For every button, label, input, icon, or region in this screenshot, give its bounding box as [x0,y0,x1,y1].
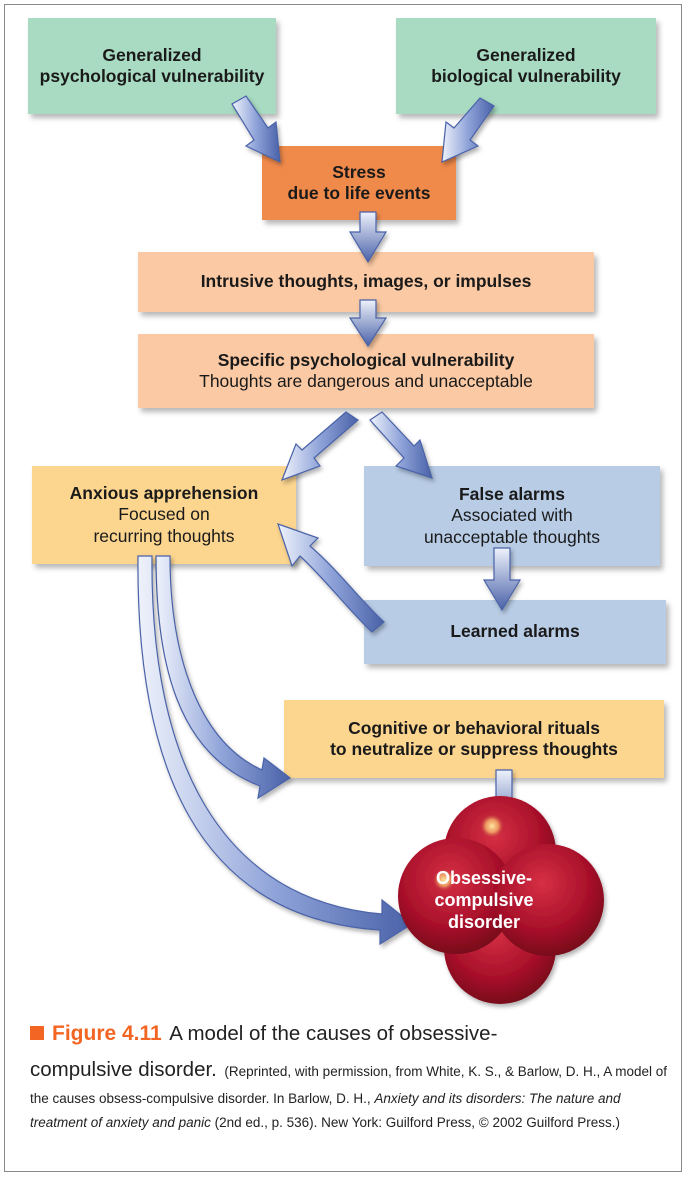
figure-caption: Figure 4.11 A model of the causes of obs… [30,1016,670,1134]
figure-title: A model of the causes of obsessive- [169,1022,498,1045]
arrow-stress-to-intrusive [348,211,388,264]
box-line: Focused on [118,504,210,525]
arrow-bio-to-stress [441,97,495,163]
box-line: compulsive [434,889,534,910]
ocd-highlight [432,868,456,892]
figure-credit: (Reprinted, with permission, from White,… [30,1064,668,1107]
box-stress: Stress due to life events [262,146,456,220]
box-line: Specific psychological vulnerability [217,349,515,370]
box-line: psychological vulnerability [39,66,265,86]
figure-title-cont: compulsive disorder. [30,1058,217,1082]
box-line: due to life events [287,183,431,203]
figure-credit-book: Anxiety and its disorders: The nature an… [30,1091,621,1130]
figure-number: Figure 4.11 [52,1022,162,1045]
arrow-anxious-to-ocd [137,555,414,946]
figure-credit-end: (2nd ed., p. 536). New York: Guilford Pr… [210,1114,620,1130]
box-line: False alarms [458,483,566,504]
ocd-blob [398,796,604,1004]
arrow-specific-to-false-alarms [369,411,433,479]
box-line: unacceptable thoughts [423,526,601,547]
box-line: Obsessive- [435,868,533,888]
ocd-sphere-left [398,838,514,954]
box-false-alarms: False alarms Associated with unacceptabl… [364,466,660,566]
figure-frame [4,4,682,1172]
box-line: disorder [447,911,521,932]
box-line: Generalized [102,44,202,65]
box-line: Thoughts are dangerous and unacceptable [199,371,533,391]
box-line: Cognitive or behavioral rituals [348,717,600,738]
arrow-psych-to-stress [231,95,281,163]
arrow-learned-to-anxious [277,523,385,633]
box-line: Generalized [476,44,576,65]
arrow-intrusive-to-specific [348,299,388,348]
box-intrusive-thoughts: Intrusive thoughts, images, or impulses [138,252,594,312]
ocd-highlight [479,813,505,839]
arrow-anxious-to-rituals [155,555,292,800]
box-line: biological vulnerability [431,66,621,86]
box-learned-alarms: Learned alarms [364,600,666,664]
ocd-sphere-right [492,844,604,956]
box-line: to neutralize or suppress thoughts [330,739,618,759]
box-anxious-apprehension: Anxious apprehension Focused on recurrin… [32,466,296,564]
ocd-label: Obsessive- compulsive disorder [404,868,564,934]
box-cognitive-behavioral-rituals: Cognitive or behavioral rituals to neutr… [284,700,664,778]
arrow-false-to-learned [482,547,522,612]
box-specific-psychological-vulnerability: Specific psychological vulnerability Tho… [138,334,594,408]
box-generalized-biological-vulnerability: Generalized biological vulnerability [396,18,656,114]
box-line: Associated with [451,505,573,526]
box-line: Stress [332,161,386,182]
box-line: Learned alarms [450,621,580,642]
box-generalized-psychological-vulnerability: Generalized psychological vulnerability [28,18,276,114]
box-line: recurring thoughts [93,525,235,546]
arrow-specific-to-anxious [280,411,359,482]
box-line: Anxious apprehension [69,482,259,503]
box-line: Intrusive thoughts, images, or impulses [200,271,532,292]
caption-square-icon [30,1026,44,1040]
